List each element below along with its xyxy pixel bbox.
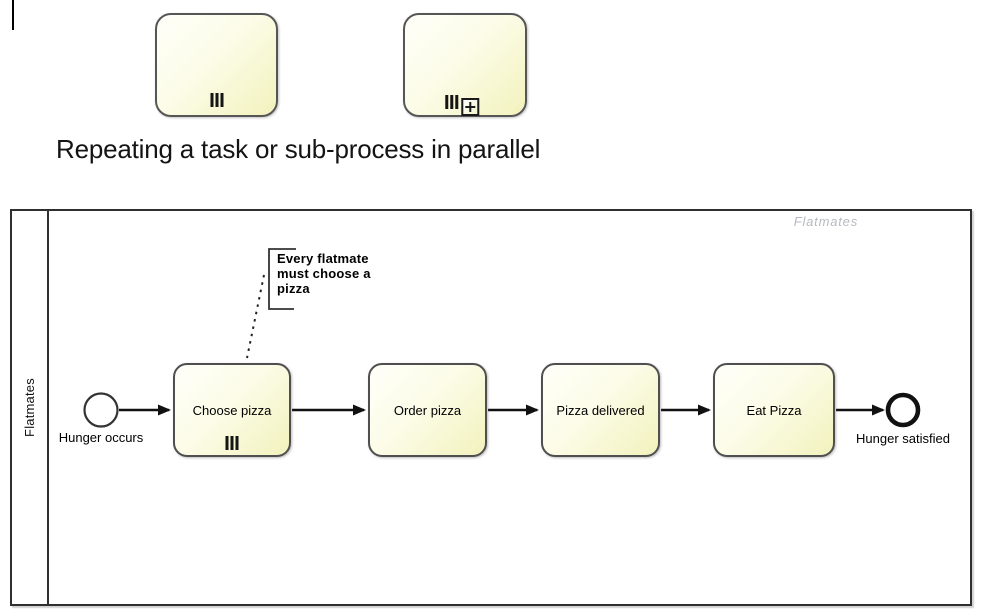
annotation-line: Every flatmate: [277, 251, 369, 266]
parallel-multi-instance-icon: [445, 95, 459, 109]
task-label: Eat Pizza: [746, 402, 802, 418]
caption-title: Repeating a task or sub-process in paral…: [56, 134, 541, 164]
task-order-pizza: Order pizza: [368, 363, 487, 457]
annotation-text: Every flatmate must choose a pizza: [277, 251, 371, 296]
parallel-multi-instance-icon: [210, 93, 223, 107]
task-label: Choose pizza: [192, 402, 272, 418]
task-label: Order pizza: [393, 402, 462, 418]
text-cursor: [12, 0, 14, 30]
legend-multi-instance-task: [155, 13, 278, 117]
task-label: Pizza delivered: [556, 402, 645, 418]
annotation-line: must choose a: [277, 266, 371, 281]
subprocess-marker-group: [445, 95, 480, 116]
task-eat-pizza: Eat Pizza: [713, 363, 835, 457]
parallel-multi-instance-icon: [225, 436, 239, 450]
lane-label: Flatmates: [22, 378, 37, 437]
pool-lane-header: Flatmates: [12, 211, 49, 604]
collapsed-subprocess-plus-icon: [461, 98, 480, 116]
start-event-label: Hunger occurs: [58, 430, 144, 445]
end-event-label: Hunger satisfied: [856, 431, 950, 446]
legend-multi-instance-subprocess: [403, 13, 527, 117]
diagram-watermark: Flatmates: [793, 214, 858, 229]
task-pizza-delivered: Pizza delivered: [541, 363, 660, 457]
task-choose-pizza: Choose pizza: [173, 363, 291, 457]
annotation-line: pizza: [277, 281, 310, 296]
